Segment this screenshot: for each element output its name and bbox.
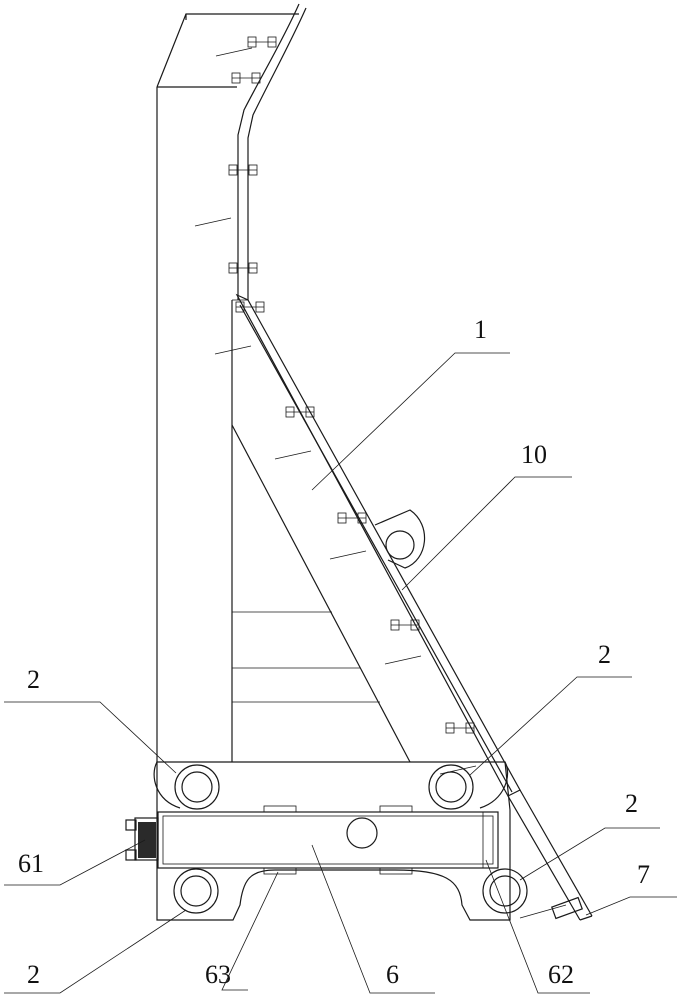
vertical-column <box>157 14 299 762</box>
anchor-tick <box>216 48 252 56</box>
label-blade: 1 <box>474 315 487 344</box>
bolt-group <box>195 37 476 774</box>
pin-right-mid <box>429 765 473 809</box>
label-pin-right-low: 2 <box>625 789 638 818</box>
anchor-tick <box>215 346 251 354</box>
anchor-tick <box>330 551 366 559</box>
callout-labels: 1 10 2 2 2 61 7 2 63 6 62 <box>18 315 650 989</box>
label-liner: 10 <box>521 440 547 469</box>
label-pin-left-low: 2 <box>27 960 40 989</box>
horizontal-beam <box>158 806 498 874</box>
anchor-tick <box>385 656 421 664</box>
bolt <box>338 513 366 523</box>
anchor-tick <box>195 218 231 226</box>
label-bolt-block: 61 <box>18 849 44 878</box>
bolt <box>229 165 257 175</box>
pin-left-low <box>174 869 218 913</box>
triangular-web <box>232 425 410 762</box>
bolt <box>391 620 419 630</box>
bolt <box>232 73 260 83</box>
label-tip: 7 <box>637 860 650 889</box>
bolt <box>229 263 257 273</box>
label-pin-right-mid: 2 <box>598 640 611 669</box>
label-beam-end: 62 <box>548 960 574 989</box>
pin-right-low <box>483 869 527 913</box>
inclined-blade <box>237 295 592 920</box>
label-pin-left-top: 2 <box>27 665 40 694</box>
anchor-tick <box>275 451 311 459</box>
bolt <box>286 407 314 417</box>
label-slide-pad: 63 <box>205 960 231 989</box>
label-beam: 6 <box>386 960 399 989</box>
pin-left-top <box>175 765 219 809</box>
bolt-block <box>126 818 158 860</box>
bolt <box>248 37 276 47</box>
upper-curved-guide <box>232 4 306 300</box>
leader-lines <box>4 353 677 993</box>
